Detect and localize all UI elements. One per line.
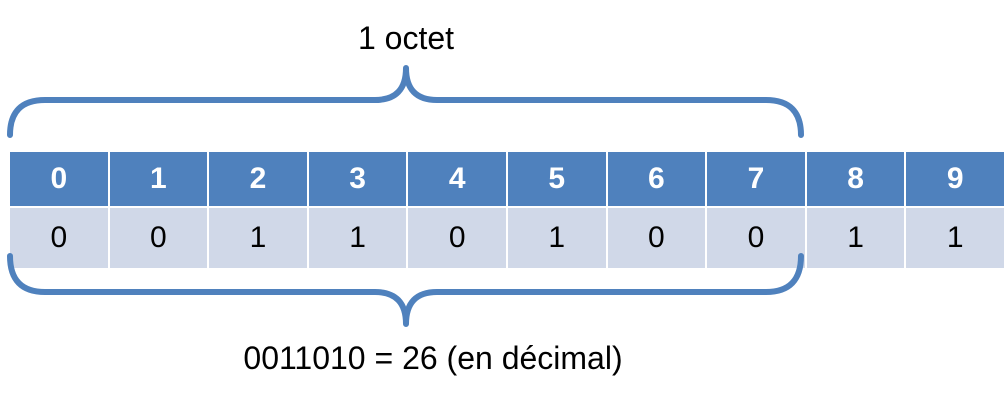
bit-index-cell: 0 bbox=[8, 150, 110, 208]
bit-value-cell: 0 bbox=[8, 206, 110, 270]
bit-value-cell: 0 bbox=[107, 206, 210, 270]
bit-value-cell: 0 bbox=[705, 206, 807, 270]
bit-index-cell: 2 bbox=[207, 150, 309, 208]
bottom-brace-path bbox=[7, 253, 804, 327]
bit-value-cell: 1 bbox=[904, 206, 1006, 270]
decimal-conversion-label: 0011010 = 26 (en décimal) bbox=[243, 340, 623, 376]
bit-value-cell: 1 bbox=[306, 206, 409, 270]
bit-index-cell: 7 bbox=[705, 150, 807, 208]
bit-index-cell: 6 bbox=[605, 150, 708, 208]
bit-value-cell: 0 bbox=[406, 206, 508, 270]
bit-index-cell: 5 bbox=[505, 150, 608, 208]
bit-index-cell: 8 bbox=[804, 150, 907, 208]
bit-index-cell: 4 bbox=[406, 150, 508, 208]
index-row: 0 1 2 3 4 5 6 7 8 9 bbox=[8, 150, 1006, 208]
bits-table: 0 1 2 3 4 5 6 7 8 9 0 0 1 1 0 1 0 0 1 1 bbox=[8, 150, 1006, 270]
bit-value-cell: 1 bbox=[505, 206, 608, 270]
bit-value-cell: 1 bbox=[804, 206, 907, 270]
bit-index-cell: 3 bbox=[306, 150, 409, 208]
bit-value-cell: 0 bbox=[605, 206, 708, 270]
octet-label: 1 octet bbox=[357, 20, 455, 56]
bit-value-cell: 1 bbox=[207, 206, 309, 270]
top-brace-path bbox=[7, 65, 804, 138]
value-row: 0 0 1 1 0 1 0 0 1 1 bbox=[8, 206, 1006, 270]
bit-index-cell: 1 bbox=[107, 150, 210, 208]
bit-index-cell: 9 bbox=[904, 150, 1006, 208]
